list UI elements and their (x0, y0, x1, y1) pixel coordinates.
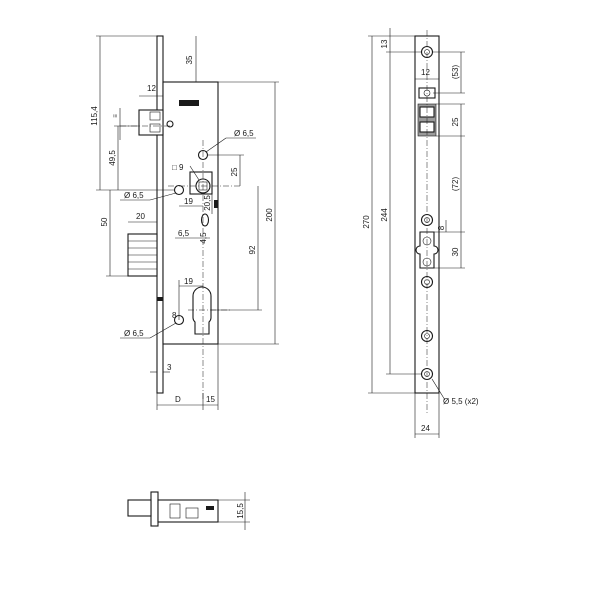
dim-270: 270 (362, 215, 371, 229)
dim-8: 8 (172, 311, 177, 320)
dim-13: 13 (380, 39, 389, 48)
bottom-bolt (127, 499, 152, 517)
front-view: 115,4 49,5 ≡ 50 35 12 Ø 6,5 □ 9 25 Ø 6,5 (90, 35, 279, 410)
dim-12: 12 (147, 84, 156, 93)
dim-19-top: 19 (184, 197, 193, 206)
dim-92: 92 (248, 245, 257, 254)
dim-3: 3 (167, 363, 172, 372)
dim-phi-6-5-top: Ø 6,5 (234, 129, 254, 138)
dim-24: 24 (421, 424, 430, 433)
dim-30: 30 (451, 247, 460, 256)
faceplate (156, 35, 164, 394)
dim-phi-6-5-mid: Ø 6,5 (124, 191, 144, 200)
dim-25-side: 25 (451, 117, 460, 126)
follower (189, 171, 213, 195)
bottom-view: 15,5 (127, 491, 250, 530)
side-view: 270 244 13 12 (53) 25 (72) 8 30 (362, 28, 479, 438)
dim-phi-5-5: Ø 5,5 (x2) (443, 397, 479, 406)
dim-72: (72) (451, 177, 460, 192)
dim-D: D (175, 395, 181, 404)
dim-phi-6-5-bottom: Ø 6,5 (124, 329, 144, 338)
top-slot (179, 100, 199, 106)
latch-bolt (138, 109, 164, 136)
dim-35: 35 (185, 55, 194, 64)
dim-53: (53) (451, 65, 460, 80)
bottom-case (157, 499, 219, 523)
dim-50: 50 (100, 217, 109, 226)
bottom-faceplate (150, 491, 159, 527)
cylinder-cutout (192, 286, 212, 335)
dim-19-bottom: 19 (184, 277, 193, 286)
dim-4-5: 4,5 (199, 232, 208, 244)
dim-200: 200 (265, 208, 274, 222)
dim-20: 20 (136, 212, 145, 221)
dim-244: 244 (380, 208, 389, 222)
dim-12-side: 12 (421, 68, 430, 77)
dim-115-4: 115,4 (90, 106, 99, 126)
dim-6-5: 6,5 (178, 229, 190, 238)
dim-20-5: 20,5 (203, 195, 212, 211)
dim-25: 25 (230, 167, 239, 176)
dim-8-side: 8 (437, 225, 446, 230)
dim-square-9: □ 9 (172, 163, 184, 172)
dim-15-5: 15,5 (236, 503, 245, 519)
dim-15: 15 (206, 395, 215, 404)
svg-text:≡: ≡ (113, 114, 119, 118)
slot-hole (200, 213, 210, 227)
dim-49-5: 49,5 (108, 150, 117, 166)
